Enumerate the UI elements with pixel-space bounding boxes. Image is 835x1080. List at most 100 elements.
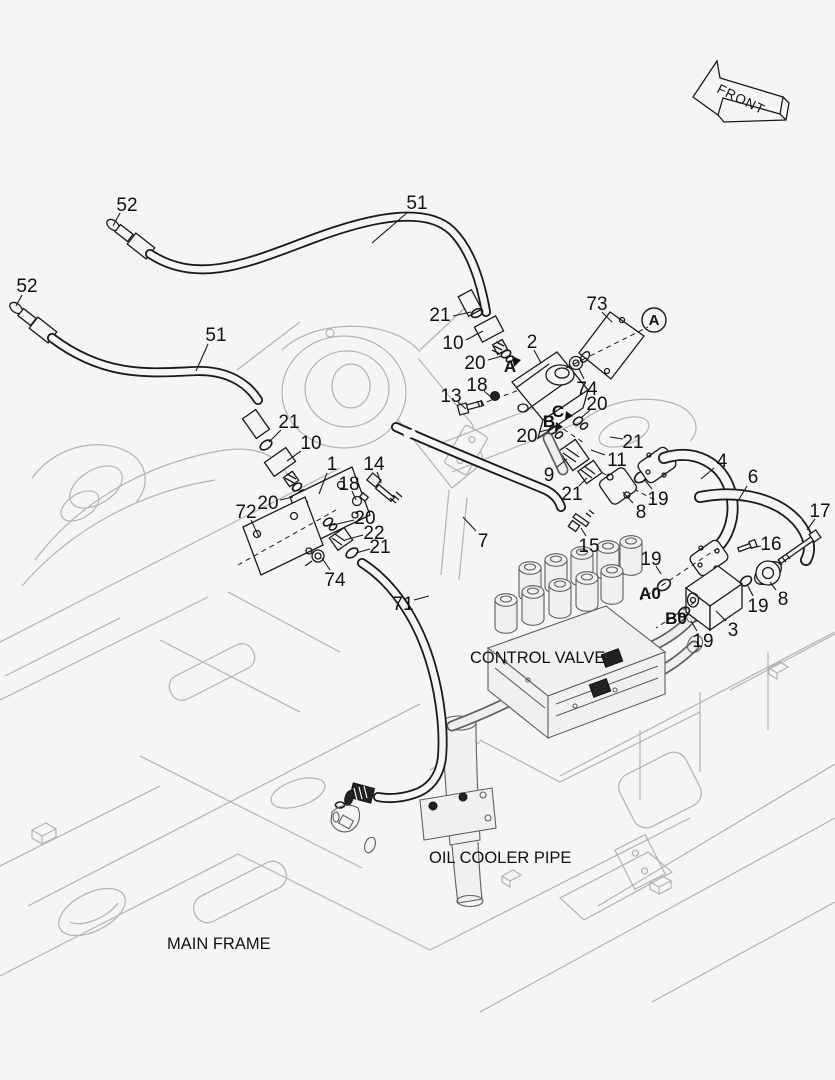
leader-line-20 bbox=[279, 496, 294, 501]
leader-line-19 bbox=[655, 565, 662, 575]
callout-21: 21 bbox=[278, 412, 299, 433]
nut-18-lower bbox=[351, 495, 363, 507]
callout-21: 21 bbox=[369, 537, 390, 558]
bolt-15 bbox=[567, 509, 595, 533]
callout-51: 51 bbox=[406, 193, 427, 214]
callout-2: 2 bbox=[527, 332, 538, 353]
callout-1: 1 bbox=[327, 454, 338, 475]
callout-19: 19 bbox=[640, 549, 661, 570]
callout-8: 8 bbox=[778, 589, 789, 610]
leader-line-21 bbox=[609, 436, 624, 440]
callout-B0: B0 bbox=[665, 609, 687, 628]
callout-9: 9 bbox=[544, 465, 555, 486]
callout-21: 21 bbox=[561, 484, 582, 505]
leader-line-13 bbox=[457, 401, 467, 410]
callout-13: 13 bbox=[440, 386, 461, 407]
bolt-17 bbox=[777, 529, 822, 566]
callout-A0: A0 bbox=[639, 584, 661, 603]
callout-19: 19 bbox=[647, 489, 668, 510]
valve-2 bbox=[456, 351, 590, 476]
callout-19: 19 bbox=[692, 631, 713, 652]
leader-line-73 bbox=[601, 311, 613, 323]
leader-line-51 bbox=[371, 211, 409, 244]
hose-51-upper bbox=[106, 211, 521, 367]
leader-line-21 bbox=[268, 429, 282, 443]
callout-8: 8 bbox=[636, 502, 647, 523]
leader-line-22 bbox=[344, 534, 364, 541]
callout-74: 74 bbox=[324, 570, 346, 591]
callout-11: 11 bbox=[607, 450, 627, 471]
callout-21: 21 bbox=[429, 305, 450, 326]
oil-cooler-pipe-part bbox=[364, 715, 497, 908]
callout-A: A bbox=[649, 312, 660, 329]
hose-71 bbox=[330, 558, 448, 833]
leader-line-7 bbox=[462, 516, 477, 532]
leader-line-9 bbox=[556, 458, 568, 468]
leader-line-2 bbox=[533, 349, 542, 364]
callout-A: A bbox=[504, 357, 516, 376]
leader-line-21 bbox=[578, 477, 588, 487]
bolt-74-lower bbox=[311, 549, 325, 563]
callout-18: 18 bbox=[338, 474, 359, 495]
callout-51: 51 bbox=[205, 325, 226, 346]
callout-18: 18 bbox=[466, 375, 487, 396]
leader-line-71 bbox=[413, 595, 430, 601]
leader-line-10 bbox=[465, 330, 484, 341]
leader-line-74 bbox=[578, 368, 585, 380]
callout-73: 73 bbox=[586, 294, 607, 315]
leader-line-14 bbox=[376, 471, 382, 484]
callout-20: 20 bbox=[464, 353, 485, 374]
bolt-74-upper bbox=[568, 351, 591, 371]
cooler-elbow-fitting bbox=[330, 804, 361, 833]
leader-line-21 bbox=[452, 311, 472, 317]
leader-line-19 bbox=[643, 478, 653, 490]
leader-line-17 bbox=[806, 518, 816, 531]
flanged-sleeve-8 bbox=[754, 560, 782, 586]
leader-line-16 bbox=[750, 545, 762, 549]
leader-line-15 bbox=[580, 527, 587, 537]
bolt-14 bbox=[365, 472, 403, 504]
leader-line-20 bbox=[332, 519, 355, 526]
callout-52: 52 bbox=[16, 276, 37, 297]
leader-line-52 bbox=[15, 294, 23, 307]
leader-line-1 bbox=[318, 472, 328, 495]
callout-72: 72 bbox=[235, 502, 256, 523]
callout-20: 20 bbox=[516, 426, 537, 447]
bolt-16 bbox=[736, 538, 758, 553]
leader-line-20 bbox=[487, 355, 503, 361]
callout-20: 20 bbox=[257, 493, 278, 514]
callout-74: 74 bbox=[576, 379, 598, 400]
sleeve-21 bbox=[577, 459, 603, 485]
leader-line-18 bbox=[351, 490, 357, 501]
front-arrow: FRONT bbox=[692, 59, 790, 123]
caption-oil-cooler-pipe: OIL COOLER PIPE bbox=[429, 849, 571, 867]
block-3 bbox=[684, 565, 744, 632]
hose-7-chain bbox=[391, 422, 677, 533]
elbow-9 bbox=[558, 438, 590, 472]
leader-line-21 bbox=[355, 548, 371, 554]
leader-line-6 bbox=[737, 485, 748, 502]
leader-line-19 bbox=[747, 585, 754, 597]
hose-4-and-6 bbox=[639, 449, 822, 632]
plate-assembly bbox=[237, 466, 403, 576]
callout-6: 6 bbox=[748, 467, 759, 488]
callout-C: C bbox=[552, 402, 564, 421]
flow-arrow-a bbox=[512, 356, 521, 367]
leader-line-10 bbox=[286, 450, 302, 462]
leader-line-8 bbox=[622, 491, 634, 504]
callout-4: 4 bbox=[717, 451, 728, 472]
view-marker-circle-A bbox=[641, 307, 667, 333]
callout-20: 20 bbox=[586, 394, 607, 415]
callout-22: 22 bbox=[363, 523, 384, 544]
callout-10: 10 bbox=[442, 333, 463, 354]
callout-52: 52 bbox=[116, 195, 137, 216]
split-flange-8 bbox=[598, 467, 638, 505]
callout-21: 21 bbox=[622, 432, 643, 453]
leader-line-52 bbox=[112, 212, 121, 227]
leader-line-8 bbox=[769, 581, 777, 591]
control-valve-assembly bbox=[446, 535, 704, 740]
leader-line-3 bbox=[715, 610, 727, 622]
leader-line-72 bbox=[250, 519, 260, 538]
